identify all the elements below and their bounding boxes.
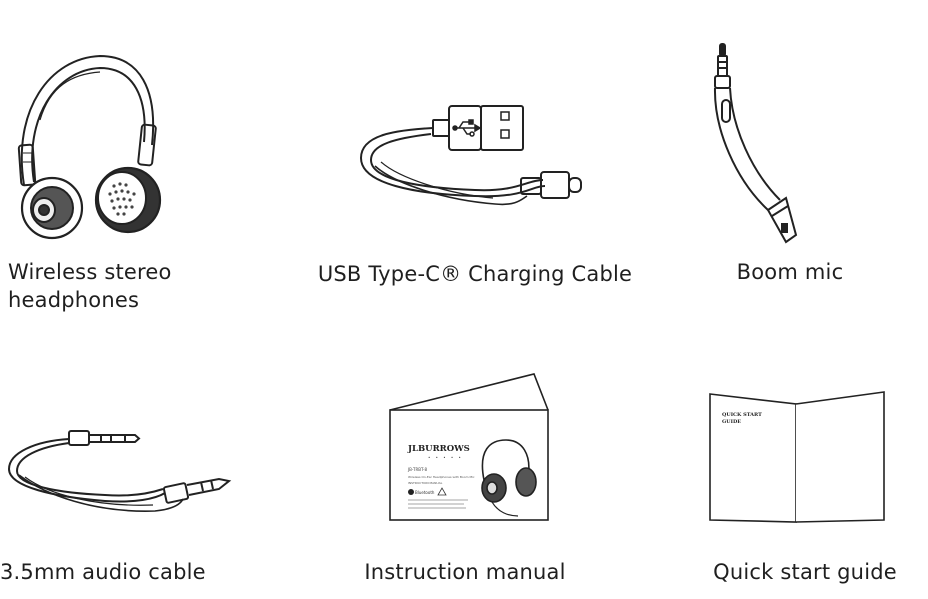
- quick-start-guide-illustration: QUICK START GUIDE: [708, 390, 888, 525]
- usb-cable-illustration: [355, 100, 585, 215]
- boom-mic-illustration: [706, 40, 806, 250]
- warning-icon: [437, 487, 447, 496]
- svg-text:• • • • •: • • • • •: [428, 455, 463, 460]
- boom-mic-drawing: [713, 43, 798, 244]
- manual-brand: JLBURROWS: [407, 444, 470, 454]
- headphones-illustration: [10, 50, 162, 240]
- audio-cable-illustration: [5, 425, 240, 525]
- audio-cable-drawing: [7, 430, 232, 512]
- manual-heading: INSTRUCTION MANUAL: [408, 481, 443, 485]
- audio-cable-caption: 3.5mm audio cable: [0, 560, 206, 584]
- quick-start-guide-caption: Quick start guide: [713, 560, 897, 584]
- manual-subtitle: Wireless On-Ear Headphones with Boom Mic: [408, 475, 475, 479]
- usb-cable-drawing: [359, 105, 582, 206]
- headphones-caption-line2: headphones: [8, 288, 140, 312]
- instruction-manual-caption: Instruction manual: [364, 560, 566, 584]
- guide-title-line1: QUICK START: [722, 412, 762, 418]
- manual-bluetooth: Bluetooth: [415, 490, 435, 495]
- quick-start-guide-drawing: QUICK START GUIDE: [709, 391, 885, 523]
- headphones-caption: Wireless stereo headphones: [8, 258, 172, 314]
- headphones-drawing: [17, 54, 162, 240]
- manual-model: JB-TRBT-8: [407, 467, 427, 472]
- usb-icon: [452, 119, 482, 137]
- instruction-manual-drawing: JLBURROWS • • • • • JB-TRBT-8 Wireless O…: [389, 373, 549, 521]
- usb-cable-caption: USB Type-C® Charging Cable: [317, 262, 633, 286]
- guide-title-line2: GUIDE: [722, 419, 741, 425]
- bluetooth-icon: [408, 489, 414, 495]
- headphones-caption-line1: Wireless stereo: [8, 260, 172, 284]
- instruction-manual-illustration: JLBURROWS • • • • • JB-TRBT-8 Wireless O…: [388, 370, 553, 525]
- boom-mic-caption: Boom mic: [736, 260, 844, 284]
